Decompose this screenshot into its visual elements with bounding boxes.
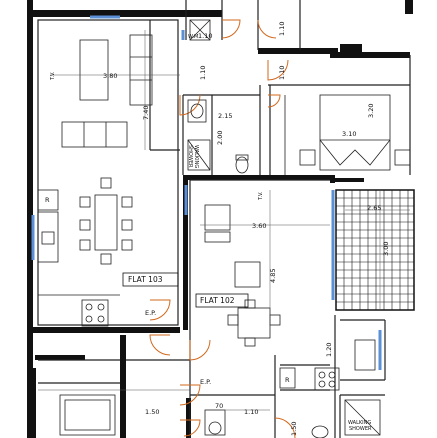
tv-label-103: T.V. (50, 71, 56, 81)
walkin-shower-bot-line2: SHOWER (349, 426, 372, 432)
furniture-flat-103 (37, 34, 153, 327)
dim-3-20: 3.20 (367, 104, 375, 118)
dim-1-20: 1.20 (325, 343, 333, 357)
doors (149, 19, 296, 438)
walkin-shower-mid-line1: WALKING (193, 145, 199, 168)
dim-1-10-bottom: 1.10 (244, 408, 258, 416)
dim-2-65: 2.65 (367, 204, 381, 212)
dim-2-00: 2.00 (216, 131, 224, 145)
dim-1-10-v1: 1.10 (199, 66, 207, 80)
furniture-flat-102 (204, 204, 376, 391)
fridge-label-103: R (45, 196, 50, 204)
dim-4-85: 4.85 (269, 269, 277, 283)
dim-7-40: 7.40 (142, 106, 150, 120)
flat-103-label: FLAT 103 (128, 275, 163, 284)
dim-1-50: 1.50 (145, 408, 159, 416)
fridge-label-102: R (285, 376, 290, 384)
dim-1-50-bottom-vertical: 1.50 (290, 422, 298, 436)
windows (31, 15, 382, 370)
dim-3-80: 3.80 (103, 72, 117, 80)
exterior-wall-blocks (28, 0, 413, 438)
tv-label-102: T.V. (258, 191, 264, 201)
bedroom-furniture (284, 94, 411, 175)
dim-1-10-top: 1.10 (198, 32, 212, 40)
entry-point-bottom: E.P. (200, 378, 211, 386)
dim-2-15: 2.15 (218, 112, 232, 120)
dim-3-00: 3.00 (382, 242, 390, 256)
dim-3-10: 3.10 (342, 130, 356, 138)
dimension-lines (38, 30, 410, 411)
dim-1-10-v2: 1.10 (278, 22, 286, 36)
bathroom-fixtures (59, 19, 381, 438)
entry-point-top: E.P. (145, 309, 156, 317)
washing-machine-label: W.M. (188, 34, 200, 40)
labels: FLAT 103 FLAT 102 E.P. E.P. T.V. T.V. R … (45, 22, 390, 436)
dim-70: 70 (215, 402, 223, 410)
flat-102-frame (195, 293, 249, 308)
walkin-shower-bot-line1: WALKING (348, 420, 371, 426)
dim-3-60: 3.60 (252, 222, 266, 230)
flat-102-label: FLAT 102 (200, 296, 235, 305)
walkin-shower-mid-line2: SHOWER (187, 145, 193, 168)
interior-walls (37, 0, 411, 438)
flat-103-frame (122, 272, 179, 287)
dim-1-10-v3: 1.10 (278, 66, 286, 80)
exterior-walls (27, 0, 410, 438)
terrace-border (335, 189, 415, 311)
